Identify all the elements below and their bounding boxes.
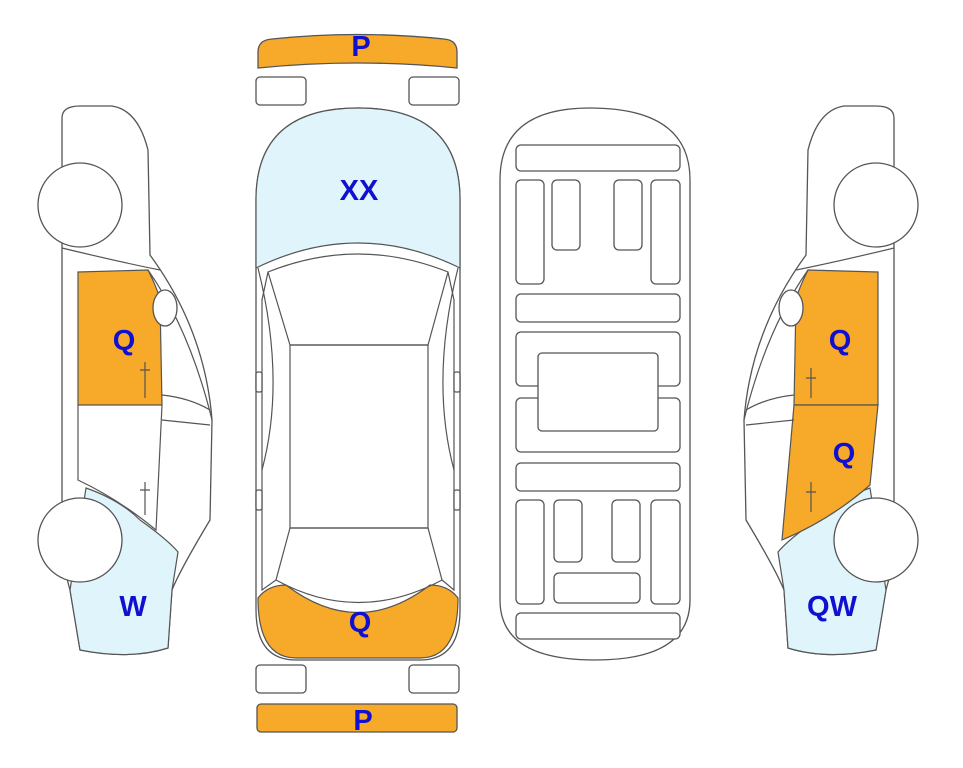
left-front-wheel: [37, 162, 123, 248]
under-panel: [515, 144, 681, 172]
rear-bumper-shape: [256, 703, 458, 733]
right-window-line: [743, 269, 809, 421]
front-left-light: [255, 76, 307, 106]
under-panel: [611, 499, 641, 563]
right-front-wheel: [833, 162, 919, 248]
left-handle-icon: [140, 362, 150, 398]
windshield: [267, 253, 449, 346]
right-handle-icon: [806, 368, 816, 398]
rear-right-light: [408, 664, 460, 694]
rear-left-light: [255, 664, 307, 694]
under-panel: [650, 499, 681, 605]
right-mirror: [778, 289, 804, 327]
under-panel: [515, 462, 681, 492]
left-mirror: [255, 371, 263, 393]
right-rear-fender-label: QW: [807, 591, 858, 623]
under-panel: [650, 179, 681, 285]
under-panel-center: [537, 352, 659, 432]
under-panel: [553, 499, 583, 563]
left-handle-icon: [140, 482, 150, 515]
right-handle-icon: [806, 482, 816, 512]
front-bumper-label: P: [351, 31, 370, 63]
rear-bumper-label: P: [353, 705, 372, 737]
left-pillar: [161, 394, 211, 426]
under-panel: [515, 612, 681, 640]
trunk-label: Q: [349, 607, 372, 639]
rear-bumper: [255, 664, 460, 733]
damage-labels: P XX Q P Q W Q Q QW: [113, 31, 858, 737]
right-mirror: [453, 371, 461, 393]
right-front-door-label: Q: [829, 325, 852, 357]
undercarriage-view: [499, 107, 691, 661]
right-handle: [453, 489, 461, 511]
under-panel: [613, 179, 643, 251]
right-side-line: [441, 271, 455, 592]
left-side-line: [261, 271, 277, 592]
left-door-seam: [257, 267, 274, 471]
left-rear-fender-label: W: [119, 591, 147, 623]
left-beltline: [61, 247, 161, 271]
car-top-view: [255, 107, 461, 661]
right-rear-door-label: Q: [833, 438, 856, 470]
right-pillar: [745, 394, 795, 426]
right-rear-door: [781, 404, 879, 541]
under-panel: [551, 179, 581, 251]
left-front-door-label: Q: [113, 325, 136, 357]
left-rear-door: [77, 404, 163, 532]
under-panel: [515, 179, 545, 285]
right-door-seam: [442, 267, 459, 471]
left-mirror: [152, 289, 178, 327]
hood: [255, 107, 461, 269]
under-panel: [515, 293, 681, 323]
front-bumper: [255, 33, 460, 106]
left-handle: [255, 489, 263, 511]
front-right-light: [408, 76, 460, 106]
hood-label: XX: [340, 175, 379, 207]
rear-window: [275, 527, 443, 604]
right-rear-wheel: [833, 497, 919, 583]
right-side-view: [743, 105, 919, 656]
under-panel: [553, 572, 641, 604]
left-rear-wheel: [37, 497, 123, 583]
under-panel: [515, 499, 545, 605]
left-side-view: [37, 105, 213, 656]
right-beltline: [795, 247, 895, 271]
front-bumper-shape: [257, 33, 458, 69]
left-window-line: [147, 269, 213, 421]
